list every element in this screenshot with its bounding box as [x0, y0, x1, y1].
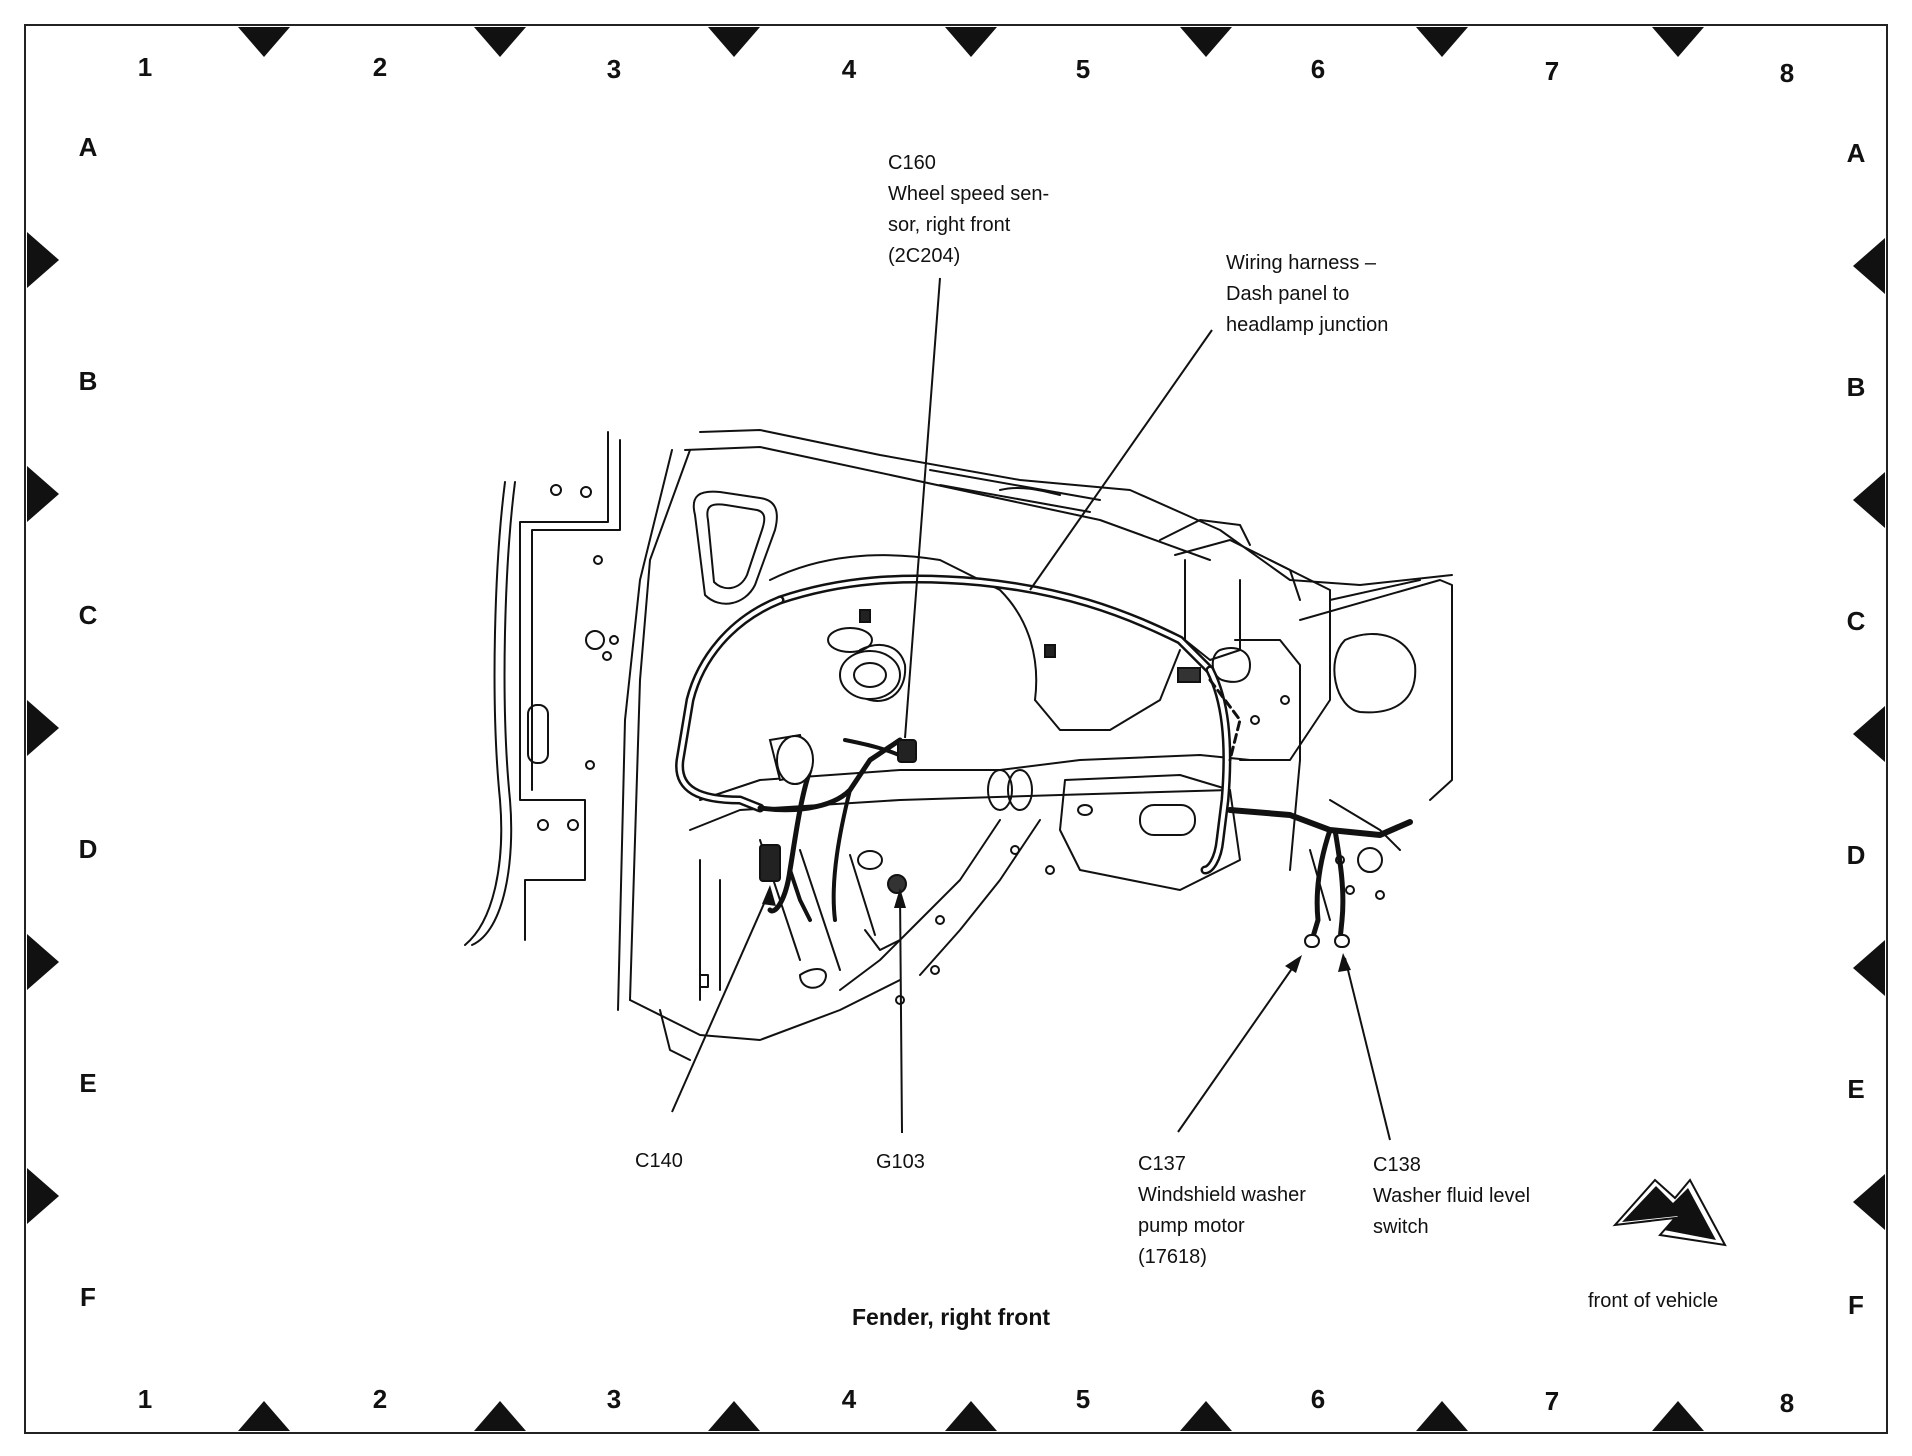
- callout-line: sor, right front: [888, 214, 1011, 236]
- col-label: 6: [1310, 1384, 1326, 1414]
- diagram-caption: Fender, right front: [852, 1304, 1051, 1330]
- callout-line: pump motor: [1138, 1215, 1245, 1237]
- callout-line: Dash panel to: [1226, 283, 1350, 305]
- col-label: 8: [1779, 58, 1795, 88]
- right-zone-markers: [1853, 238, 1885, 1230]
- col-label: 4: [841, 54, 857, 84]
- row-label: B: [1846, 372, 1866, 402]
- col-label: 7: [1544, 56, 1560, 86]
- callout-g103: G103: [876, 1147, 925, 1178]
- col-label: 4: [841, 1384, 857, 1414]
- callout-c140: C140: [635, 1146, 683, 1177]
- callout-line: Washer fluid level: [1373, 1185, 1531, 1207]
- row-label: E: [79, 1068, 97, 1098]
- row-label: F: [1848, 1290, 1864, 1320]
- col-label: 5: [1075, 54, 1091, 84]
- callout-c138: C138 Washer fluid level switch: [1373, 1150, 1530, 1243]
- callout-line: (2C204): [888, 245, 961, 267]
- col-label: 2: [372, 52, 388, 82]
- callout-line: C138: [1373, 1154, 1421, 1176]
- row-label: A: [1846, 138, 1866, 168]
- leader-c137: [1177, 959, 1299, 1133]
- col-label: 2: [372, 1384, 388, 1414]
- row-label: F: [80, 1282, 96, 1312]
- front-of-vehicle-label: front of vehicle: [1588, 1290, 1719, 1312]
- leader-harness: [1029, 329, 1213, 591]
- leader-c138: [1344, 957, 1391, 1141]
- col-label: 1: [137, 52, 153, 82]
- fender-line-art: [464, 429, 1453, 1061]
- row-label: E: [1847, 1074, 1865, 1104]
- callout-line: C160: [888, 152, 936, 174]
- front-of-vehicle-arrow-icon: [1612, 1178, 1727, 1247]
- callout-line: C137: [1138, 1153, 1186, 1175]
- callout-wiring-harness: Wiring harness – Dash panel to headlamp …: [1226, 248, 1388, 341]
- top-zone-markers: [238, 27, 1704, 57]
- callout-line: Windshield washer: [1138, 1184, 1306, 1206]
- callout-line: (17618): [1138, 1246, 1207, 1268]
- callout-line: Wiring harness –: [1226, 252, 1377, 274]
- callout-line: headlamp junction: [1226, 314, 1389, 336]
- col-label: 7: [1544, 1386, 1560, 1416]
- row-label: D: [78, 834, 98, 864]
- left-zone-markers: [27, 232, 59, 1224]
- row-label: C: [78, 600, 98, 630]
- callout-line: C140: [635, 1150, 683, 1172]
- col-label: 3: [606, 1384, 622, 1414]
- col-label: 5: [1075, 1384, 1091, 1414]
- col-label: 1: [137, 1384, 153, 1414]
- leader-c160: [904, 277, 941, 739]
- callout-c137: C137 Windshield washer pump motor (17618…: [1138, 1149, 1306, 1273]
- col-label: 6: [1310, 54, 1326, 84]
- leader-g103: [899, 891, 903, 1134]
- row-label: C: [1846, 606, 1866, 636]
- callout-c160: C160 Wheel speed sen- sor, right front (…: [888, 148, 1049, 272]
- col-label: 3: [606, 54, 622, 84]
- row-label: A: [78, 132, 98, 162]
- row-label: B: [78, 366, 98, 396]
- components: [759, 609, 1350, 948]
- leader-c140: [671, 889, 771, 1113]
- col-label: 8: [1779, 1388, 1795, 1418]
- callout-line: G103: [876, 1151, 925, 1173]
- bottom-zone-markers: [238, 1401, 1704, 1431]
- callout-line: switch: [1373, 1216, 1429, 1238]
- leader-arrowheads: [762, 885, 1351, 973]
- diagram-border: [24, 24, 1888, 1434]
- row-label: D: [1846, 840, 1866, 870]
- callout-line: Wheel speed sen-: [888, 183, 1050, 205]
- wiring-harness-bundle: [675, 574, 1413, 943]
- leader-lines: [671, 277, 1391, 1141]
